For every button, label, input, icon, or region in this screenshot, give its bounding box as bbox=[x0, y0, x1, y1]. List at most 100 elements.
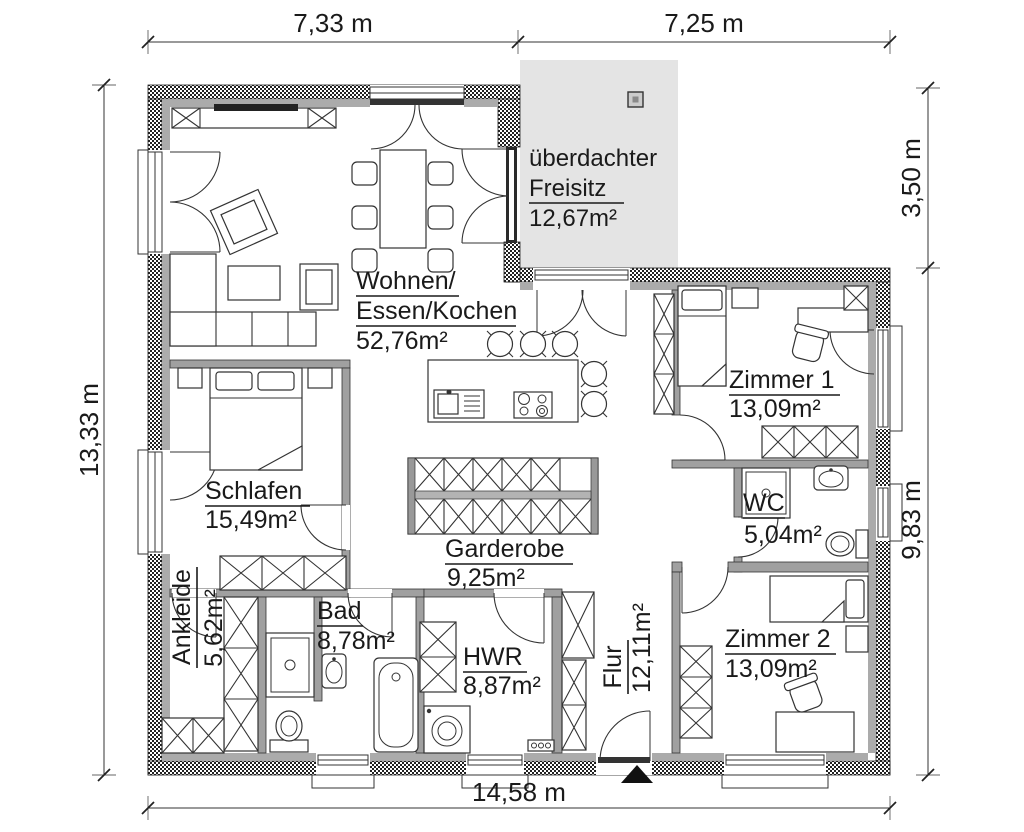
kitchen-sink bbox=[433, 389, 485, 419]
room-name: WC bbox=[743, 489, 785, 517]
freisitz-post-core bbox=[632, 96, 639, 103]
room-label-schlafen: Schlafen 15,49m² bbox=[205, 477, 310, 534]
entrance-door bbox=[596, 710, 653, 783]
room-label-freisitz: überdachter Freisitz 12,67m² bbox=[529, 145, 657, 232]
garderobe-wardrobe bbox=[407, 457, 599, 535]
dining-table bbox=[379, 149, 427, 249]
dining-chairs bbox=[351, 161, 454, 273]
bathtub bbox=[373, 657, 419, 753]
room-area: 8,78m² bbox=[317, 627, 395, 655]
freisitz-slab bbox=[520, 60, 678, 268]
windows bbox=[137, 85, 903, 789]
window-schlafen-west bbox=[137, 449, 219, 555]
door-hwr bbox=[493, 589, 545, 644]
room-area: 8,87m² bbox=[463, 672, 541, 700]
furniture-zimmer1 bbox=[677, 285, 869, 459]
room-label-bad: Bad 8,78m² bbox=[317, 597, 395, 655]
bed-zimmer2 bbox=[769, 575, 869, 623]
washing-machine bbox=[423, 705, 471, 754]
interior-walls bbox=[169, 289, 869, 754]
bed-schlafen bbox=[209, 367, 303, 471]
toilet-bad bbox=[269, 710, 309, 753]
room-name: Flur bbox=[599, 645, 627, 688]
connection-box bbox=[527, 739, 555, 752]
freisitz-double-door bbox=[533, 268, 630, 337]
furniture-zimmer2 bbox=[679, 575, 869, 753]
dimensions: 7,33 m 7,25 m 13,33 m 3,50 m 9,83 m 14,5… bbox=[74, 8, 940, 820]
room-name: Bad bbox=[317, 597, 361, 625]
sideboard bbox=[171, 104, 337, 129]
door-zimmer2 bbox=[681, 566, 729, 614]
wardrobe-ankleide-south bbox=[161, 717, 225, 754]
room-label-garderobe: Garderobe 9,25m² bbox=[445, 535, 573, 592]
room-name: HWR bbox=[463, 643, 523, 671]
shower-wc bbox=[741, 467, 791, 519]
coffee-table bbox=[227, 265, 281, 301]
room-area: 52,76m² bbox=[356, 327, 448, 355]
room-name: Wohnen/ bbox=[356, 267, 456, 295]
wardrobe-zimmer2 bbox=[679, 645, 713, 739]
cabinet-flur-2 bbox=[561, 659, 587, 751]
wardrobe-zimmer1 bbox=[761, 425, 859, 459]
desk-zimmer2 bbox=[775, 711, 855, 753]
door-zimmer1 bbox=[679, 414, 726, 461]
room-label-wohnen: Wohnen/ Essen/Kochen 52,76m² bbox=[356, 267, 517, 355]
room-area: 13,09m² bbox=[725, 655, 817, 683]
dim-bottom: 14,58 m bbox=[472, 777, 566, 807]
room-area: 15,49m² bbox=[205, 506, 297, 534]
furniture-hwr bbox=[419, 621, 555, 754]
furniture-schlafen bbox=[177, 367, 347, 591]
corner-cabinet-zimmer1 bbox=[843, 285, 869, 311]
cabinet-hwr bbox=[419, 621, 457, 693]
window-hwr-south bbox=[461, 753, 529, 789]
nightstand bbox=[307, 367, 333, 389]
room-labels: Wohnen/ Essen/Kochen 52,76m² überdachter… bbox=[168, 145, 840, 700]
nightstand bbox=[177, 367, 203, 389]
window-living-west bbox=[137, 149, 221, 255]
room-label-wc: WC 5,04m² bbox=[743, 489, 822, 549]
room-name: Zimmer 2 bbox=[725, 625, 831, 653]
room-label-hwr: HWR 8,87m² bbox=[463, 643, 541, 700]
tv bbox=[214, 104, 298, 111]
room-area: 9,25m² bbox=[447, 564, 525, 592]
stove bbox=[513, 391, 553, 419]
window-living-north bbox=[369, 85, 465, 150]
room-area: 12,67m² bbox=[529, 205, 617, 232]
dim-top-left: 7,33 m bbox=[293, 8, 373, 38]
room-label-zimmer1: Zimmer 1 13,09m² bbox=[729, 366, 840, 423]
sofa bbox=[169, 253, 317, 347]
dim-right-upper: 3,50 m bbox=[896, 138, 926, 218]
office-chair-2 bbox=[783, 672, 823, 713]
nightstand bbox=[731, 287, 759, 309]
furniture-flur bbox=[561, 591, 595, 751]
hall-cabinet bbox=[653, 293, 675, 415]
room-area: 12,11m² bbox=[628, 603, 656, 693]
room-area: 13,09m² bbox=[729, 395, 821, 423]
furniture-wc bbox=[741, 465, 869, 559]
room-name: überdachter bbox=[529, 145, 657, 172]
wardrobe-ankleide-east bbox=[223, 596, 259, 752]
doors bbox=[171, 147, 779, 783]
room-area: 5,04m² bbox=[744, 521, 822, 549]
furniture-ankleide bbox=[161, 596, 259, 754]
door-schlafen bbox=[300, 504, 350, 551]
living-glass-door-east bbox=[461, 147, 517, 244]
door-ankleide bbox=[171, 589, 217, 638]
room-name: Ankleide bbox=[168, 569, 196, 665]
office-chair-1 bbox=[791, 323, 830, 363]
window-zimmer2-south bbox=[721, 753, 829, 789]
wardrobe-schlafen bbox=[219, 555, 347, 591]
room-label-zimmer2: Zimmer 2 13,09m² bbox=[725, 625, 836, 683]
room-name: Zimmer 1 bbox=[729, 366, 835, 394]
furniture-bad bbox=[265, 632, 419, 753]
room-name: Freisitz bbox=[529, 175, 606, 202]
door-bad bbox=[347, 589, 393, 638]
dim-top-right: 7,25 m bbox=[664, 8, 744, 38]
dim-left: 13,33 m bbox=[74, 383, 104, 477]
entrance-arrow bbox=[621, 765, 653, 783]
furniture-kitchen bbox=[427, 293, 675, 423]
nightstand bbox=[845, 625, 869, 653]
window-bad-south bbox=[311, 753, 375, 789]
